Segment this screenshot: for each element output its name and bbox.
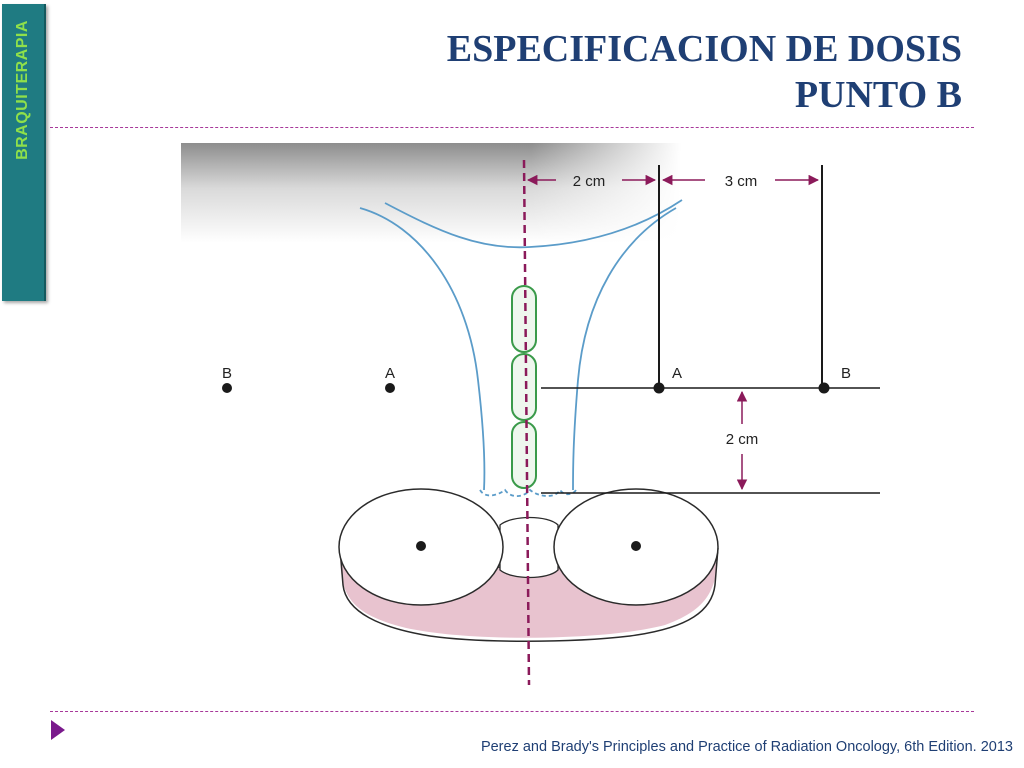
dim-3cm-label: 3 cm bbox=[725, 173, 758, 190]
tandem-source-3 bbox=[511, 421, 537, 489]
point-b-right-label: B bbox=[841, 365, 851, 382]
right-ovoid-source bbox=[631, 541, 641, 551]
bottom-divider bbox=[50, 711, 974, 712]
citation-text: Perez and Brady's Principles and Practic… bbox=[480, 739, 1013, 755]
tandem-sources bbox=[511, 285, 537, 489]
slide-title-line-1: ESPECIFICACION DE DOSIS bbox=[446, 28, 962, 70]
tandem-source-2 bbox=[511, 353, 537, 421]
figure-header-fade bbox=[181, 143, 681, 243]
point-a-left-label: A bbox=[385, 365, 395, 382]
slide-title: ESPECIFICACION DE DOSIS PUNTO B bbox=[447, 26, 962, 118]
point-a-left-marker bbox=[385, 383, 395, 393]
sidebar-tab: BRAQUITERAPIA bbox=[2, 4, 46, 301]
point-b-left-marker bbox=[222, 383, 232, 393]
point-b-right-marker bbox=[818, 382, 830, 394]
dim-2cm-top-label: 2 cm bbox=[573, 173, 606, 190]
dim-2cm-vertical-label: 2 cm bbox=[726, 431, 759, 448]
point-a-right-marker bbox=[653, 382, 665, 394]
slide-title-line-2: PUNTO B bbox=[794, 74, 962, 116]
play-triangle-icon[interactable] bbox=[51, 720, 65, 740]
central-axis-line bbox=[522, 159, 531, 686]
isodose-curves bbox=[359, 199, 683, 497]
point-b-left-label: B bbox=[222, 365, 232, 382]
tandem-source-1 bbox=[511, 285, 537, 353]
left-ovoid-source bbox=[416, 541, 426, 551]
point-a-right-label: A bbox=[672, 365, 682, 382]
top-divider bbox=[50, 127, 974, 128]
